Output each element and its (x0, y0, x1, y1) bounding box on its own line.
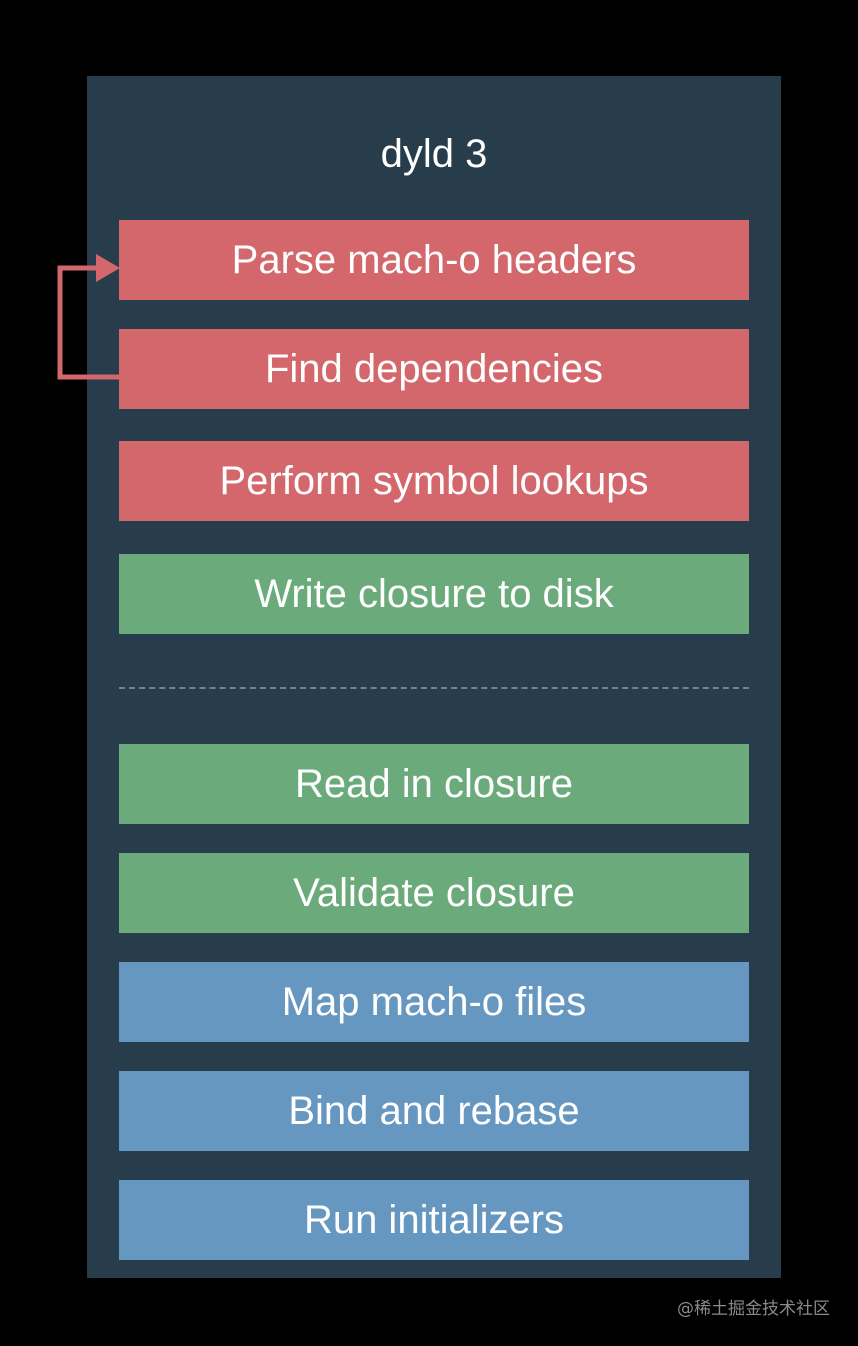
step-perform-symbol-lookups: Perform symbol lookups (119, 441, 749, 521)
loop-arrow-icon (57, 254, 120, 380)
step-write-closure-to-disk: Write closure to disk (119, 554, 749, 634)
step-find-dependencies: Find dependencies (119, 329, 749, 409)
watermark: @稀土掘金技术社区 (677, 1299, 830, 1319)
step-parse-mach-o-headers: Parse mach-o headers (119, 220, 749, 300)
dashed-divider (119, 687, 749, 689)
diagram-title: dyld 3 (380, 132, 488, 176)
step-run-initializers: Run initializers (119, 1180, 749, 1260)
step-map-mach-o-files: Map mach-o files (119, 962, 749, 1042)
step-bind-and-rebase: Bind and rebase (119, 1071, 749, 1151)
step-validate-closure: Validate closure (119, 853, 749, 933)
step-read-in-closure: Read in closure (119, 744, 749, 824)
